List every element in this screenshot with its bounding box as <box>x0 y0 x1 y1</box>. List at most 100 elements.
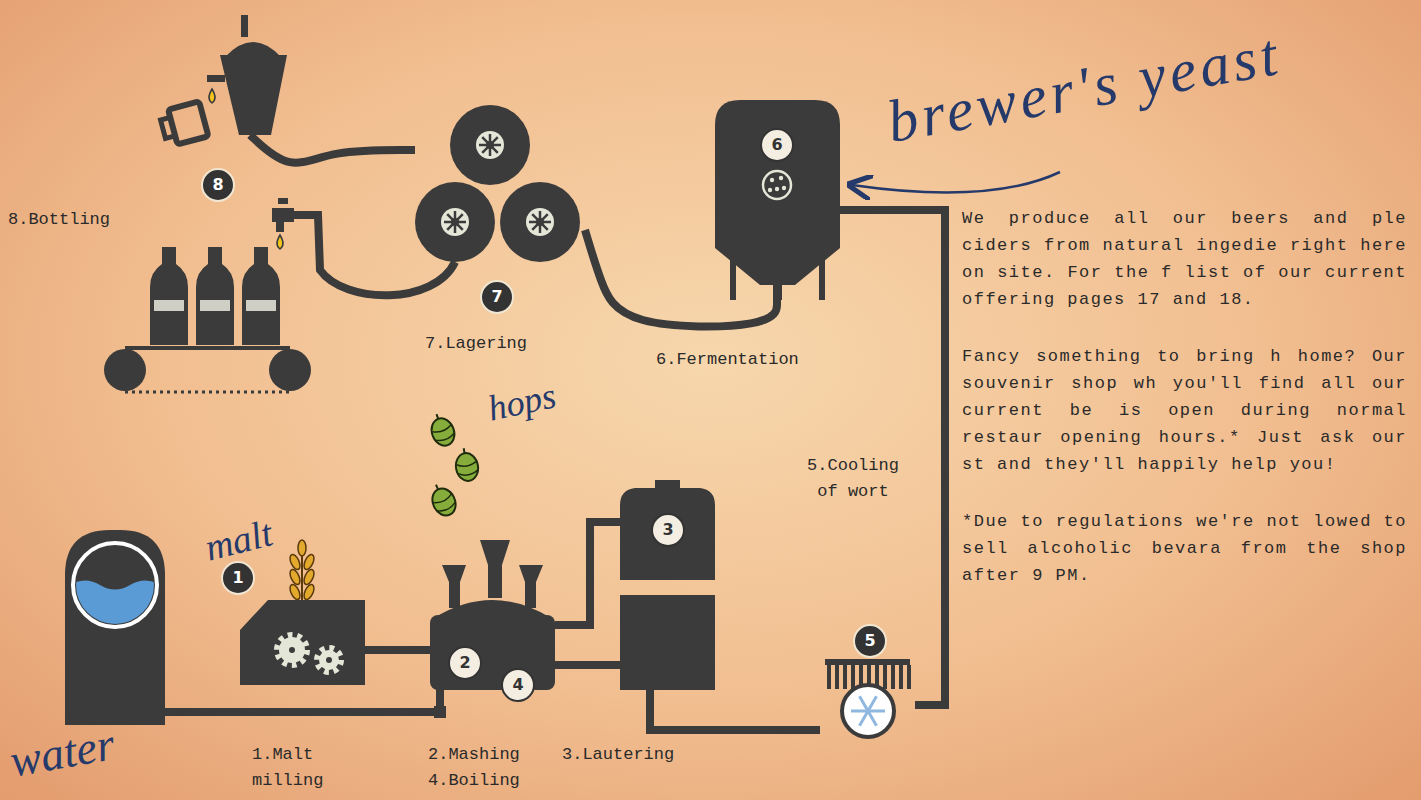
callout-number: 7 <box>480 280 514 314</box>
wheel-hub <box>451 218 459 226</box>
gear <box>277 635 307 665</box>
pipe <box>555 661 620 669</box>
funnel <box>480 540 510 598</box>
malt-grain <box>288 540 316 601</box>
hop-cone <box>426 410 458 449</box>
wheel <box>526 208 554 236</box>
bubble <box>779 176 783 180</box>
mill-body <box>240 600 365 685</box>
lager-tank <box>450 105 530 185</box>
drop <box>209 89 215 103</box>
step-caption: 1.Malt milling <box>252 742 334 794</box>
wort-cooler: 5 <box>820 625 915 740</box>
mill-machine: 1 <box>240 600 365 685</box>
step-caption: 2.Mashing <box>428 742 520 768</box>
wheel-hub <box>486 141 494 149</box>
wheel-spoke <box>447 214 463 230</box>
snowflake <box>860 696 877 725</box>
step-caption: 7.Lagering <box>425 331 527 357</box>
machine-shape <box>620 480 715 690</box>
snowflake <box>860 696 877 725</box>
gear <box>317 648 341 672</box>
bottle-tap <box>272 198 294 232</box>
step-caption: 6.Fermentation <box>656 347 799 373</box>
cooler-fin <box>883 665 887 689</box>
bubble <box>770 178 774 182</box>
wheel-hub <box>536 218 544 226</box>
cooler-fin <box>835 665 839 689</box>
water-pipe <box>165 688 440 712</box>
dispenser-body <box>220 55 287 135</box>
cooler-fin <box>827 665 831 689</box>
bubble <box>782 186 786 190</box>
gear <box>279 637 305 663</box>
beer-dispenser: 8 <box>205 15 295 135</box>
kettle-body <box>430 615 555 690</box>
machine-shape <box>240 600 365 685</box>
bubble <box>775 187 779 191</box>
cooler-fin <box>851 665 855 689</box>
cooler-disc <box>842 685 894 737</box>
conveyor <box>104 348 311 392</box>
note-paragraph: We produce all our beers and ple ciders … <box>962 205 1407 313</box>
lauter-bottom <box>620 595 715 690</box>
lauter-tun: 3 <box>620 480 715 690</box>
wheel-spoke <box>482 137 498 153</box>
machine-shape <box>415 100 585 265</box>
callout-number: 8 <box>201 168 235 202</box>
fermenter-body <box>715 100 840 285</box>
footnote: *Due to regulations we're not lowed to s… <box>962 508 1407 589</box>
spout <box>207 75 225 82</box>
funnel <box>442 565 466 608</box>
callout-number: 1 <box>221 561 255 595</box>
water-tank <box>65 530 165 725</box>
drop <box>277 235 283 249</box>
ingredient-label: malt <box>201 512 277 569</box>
fermentation-tank: 6 <box>715 100 840 300</box>
machine-shape <box>205 15 295 135</box>
pipe-joint <box>434 706 446 718</box>
gear <box>319 650 339 670</box>
cooler-fin <box>899 665 903 689</box>
hop-cone <box>453 446 480 482</box>
ingredient-label: brewer's yeast <box>882 21 1286 155</box>
beer-mug <box>158 101 208 147</box>
mash-kettle: 24 <box>430 520 555 690</box>
tap-handle <box>241 15 248 37</box>
lager-tank <box>500 182 580 262</box>
cooler-fin <box>891 665 895 689</box>
ingredient-label: hops <box>485 376 560 429</box>
lagering-tanks: 7 <box>415 100 585 265</box>
wheel-spoke <box>532 214 548 230</box>
bubbles <box>763 171 791 199</box>
water-level <box>70 581 160 631</box>
text-column: We produce all our beers and ple ciders … <box>962 205 1407 589</box>
yeast-leader-arrow <box>852 172 1060 193</box>
cooler-fin <box>907 665 911 689</box>
pipe <box>250 135 415 163</box>
pipe <box>555 522 620 625</box>
note-paragraph: Fancy something to bring h home? Our sou… <box>962 343 1407 478</box>
dispenser-head <box>225 42 281 57</box>
callout-number: 4 <box>501 668 535 702</box>
gear-hub <box>326 657 332 663</box>
funnel <box>519 565 543 608</box>
callout-number: 3 <box>651 513 685 547</box>
step-caption: 8.Bottling <box>8 207 110 233</box>
step-caption: 4.Boiling <box>428 768 520 794</box>
ingredient-label: water <box>6 719 118 787</box>
callout-number: 5 <box>853 624 887 658</box>
cooler-bar <box>825 659 910 665</box>
pipe <box>365 646 430 654</box>
callout-number: 6 <box>760 128 794 162</box>
bubble <box>768 188 772 192</box>
callout-number: 2 <box>448 646 482 680</box>
pipe <box>650 690 820 730</box>
lager-tank <box>415 182 495 262</box>
step-caption: 5.Cooling of wort <box>797 453 909 505</box>
wheel <box>476 131 504 159</box>
wheel <box>441 208 469 236</box>
bottles <box>150 247 280 345</box>
step-caption: 3.Lautering <box>562 742 674 768</box>
hop-cone <box>426 480 460 519</box>
